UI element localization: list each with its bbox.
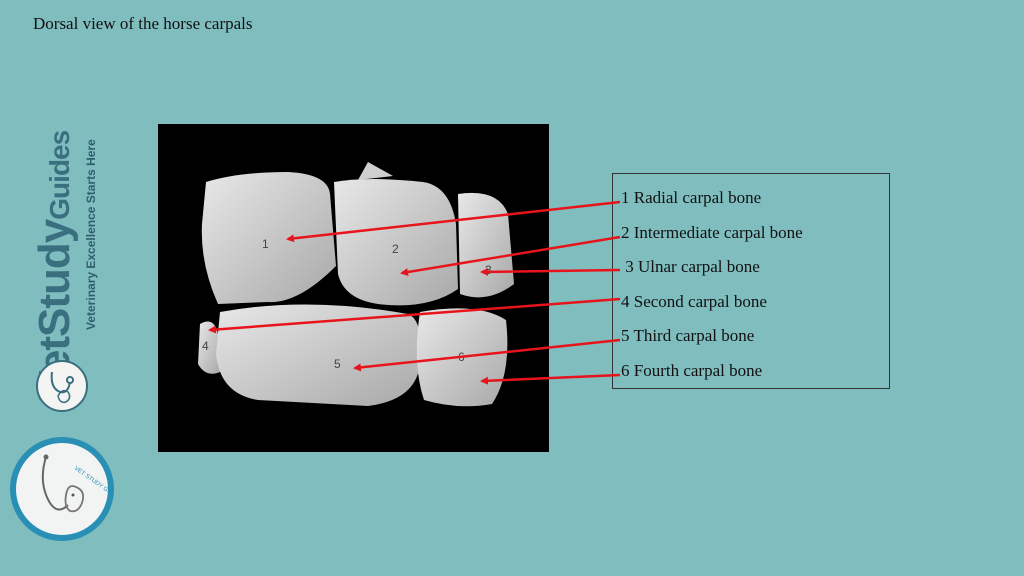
arrow-6 — [480, 373, 621, 385]
arrow-4 — [208, 297, 621, 334]
round-brand-logo: VET STUDY GUIDES — [10, 437, 114, 541]
arrow-2 — [400, 235, 621, 276]
image-label-3: 3 — [485, 263, 492, 277]
arrow-3 — [480, 267, 621, 276]
stethoscope-dog-icon: VET STUDY GUIDES — [41, 454, 108, 513]
legend-box — [612, 173, 890, 389]
page-title: Dorsal view of the horse carpals — [33, 14, 253, 33]
legend-item-second-carpal: 4 Second carpal bone — [621, 292, 767, 311]
image-label-2: 2 — [392, 242, 399, 256]
legend-item-third-carpal: 5 Third carpal bone — [621, 326, 755, 345]
arrow-5 — [353, 338, 621, 372]
legend-item-ulnar-carpal: 3 Ulnar carpal bone — [621, 257, 760, 276]
third-carpal-bone-shape — [216, 304, 421, 406]
second-carpal-bone-shape — [198, 321, 220, 374]
intermediate-carpal-bone-shape — [334, 179, 458, 306]
dog-stethoscope-icon — [36, 360, 88, 412]
carpal-xray-image: 1 2 3 4 5 6 — [158, 124, 549, 452]
image-label-5: 5 — [334, 357, 341, 371]
image-label-4: 4 — [202, 339, 209, 353]
image-label-1: 1 — [262, 237, 269, 251]
legend-item-intermediate-carpal: 2 Intermediate carpal bone — [621, 223, 803, 242]
arrow-1 — [286, 200, 621, 243]
radial-carpal-bone-shape — [201, 172, 336, 304]
legend-item-fourth-carpal: 6 Fourth carpal bone — [621, 361, 763, 380]
legend-item-radial-carpal: 1 Radial carpal bone — [621, 188, 762, 207]
